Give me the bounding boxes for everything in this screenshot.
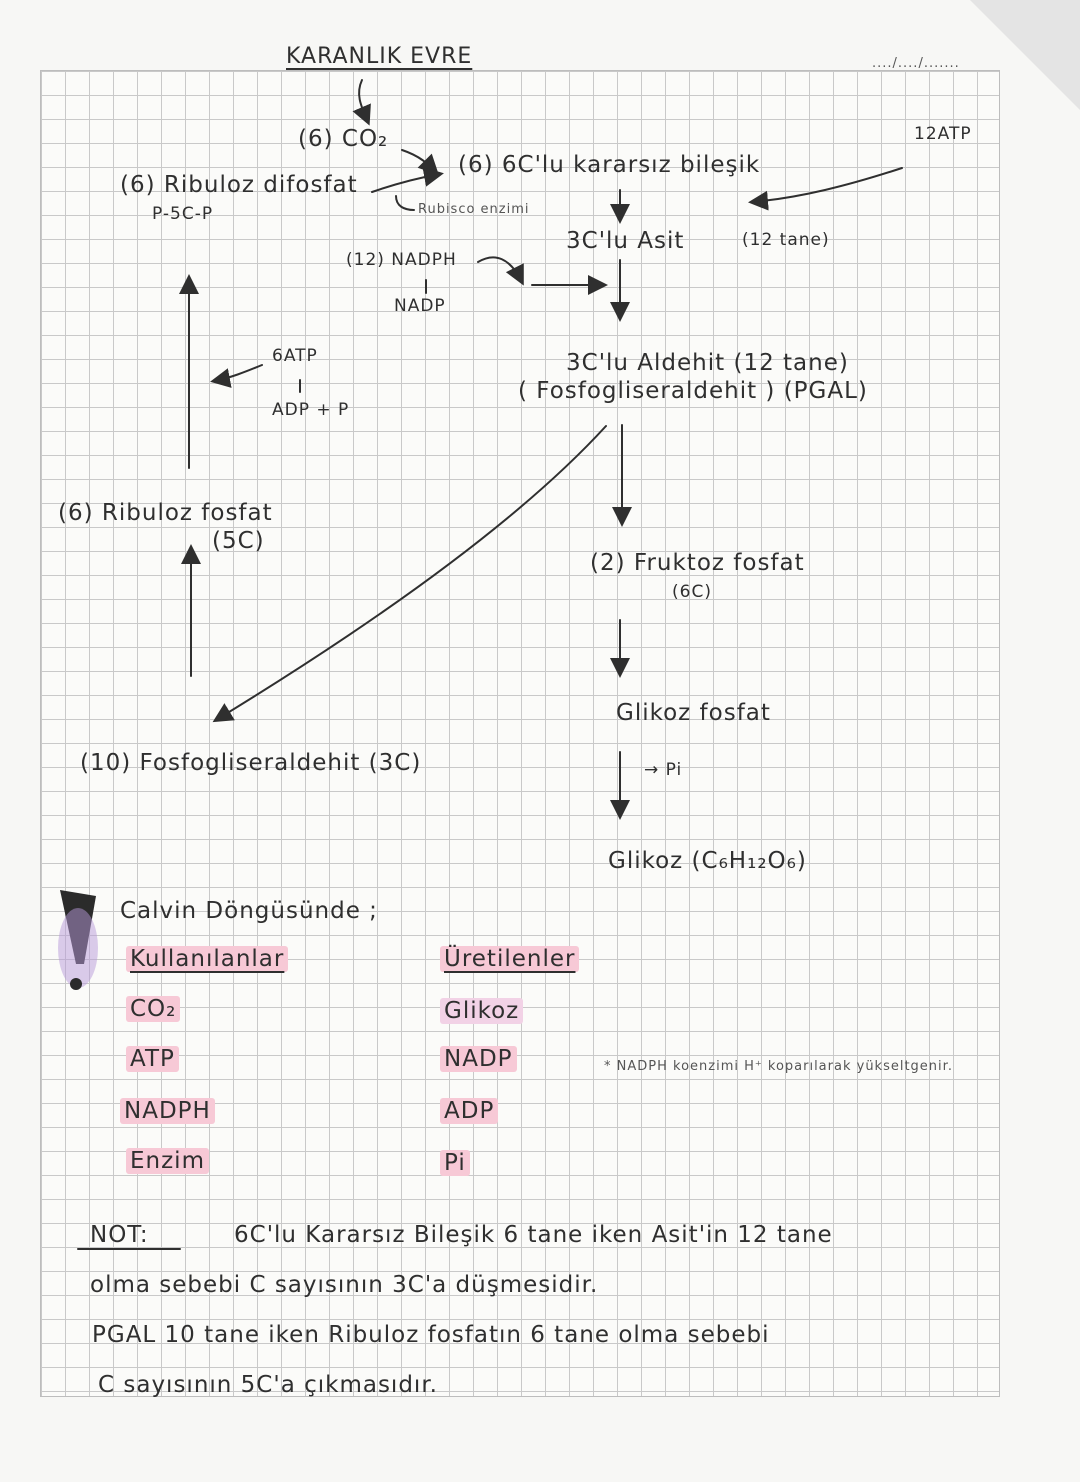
- acid-count-label: (12 tane): [742, 230, 830, 250]
- used-item-3-wrap: Enzim: [126, 1148, 209, 1174]
- fructose-phosphate-carbon: (6C): [672, 582, 712, 602]
- used-item-0-wrap: CO₂: [126, 996, 181, 1022]
- note-line-1: 6C'lu Kararsız Bileşik 6 tane iken Asit'…: [234, 1222, 833, 1248]
- fructose-phosphate-label: (2) Fruktoz fosfat: [590, 550, 805, 576]
- pgal-10-label: (10) Fosfogliseraldehit (3C): [80, 750, 422, 776]
- produced-item-glucose: Glikoz: [440, 998, 524, 1024]
- produced-item-nadp: NADP: [440, 1046, 517, 1072]
- note-line-4: C sayısının 5C'a çıkmasıdır.: [98, 1372, 438, 1398]
- date-field: ..../..../.......: [872, 56, 960, 71]
- diagram-title: KARANLIK EVRE: [286, 44, 473, 69]
- atp-12-label: 12ATP: [914, 124, 972, 144]
- unstable-compound-label: (6) 6C'lu kararsız bileşik: [458, 152, 761, 178]
- nadph-label: (12) NADPH: [346, 250, 457, 270]
- produced-item-adp: ADP: [440, 1098, 499, 1124]
- ribulose-diphosphate-formula: P-5C-P: [152, 204, 214, 224]
- phosphate-release-label: → Pi: [644, 760, 683, 780]
- produced-item-0-wrap: Glikoz: [440, 998, 524, 1024]
- atp-6-label: 6ATP: [272, 346, 318, 366]
- ribulose-diphosphate-label: (6) Ribuloz difosfat: [120, 172, 358, 198]
- used-item-1-wrap: ATP: [126, 1046, 179, 1072]
- glucose-phosphate-label: Glikoz fosfat: [616, 700, 771, 726]
- produced-title: Üretilenler: [440, 946, 580, 972]
- note-line-2: olma sebebi C sayısının 3C'a düşmesidir.: [90, 1272, 599, 1298]
- rubisco-enzyme-label: Rubisco enzimi: [418, 202, 530, 217]
- summary-heading: Calvin Döngüsünde ;: [120, 898, 378, 924]
- used-item-2-wrap: NADPH: [120, 1098, 215, 1124]
- graph-paper-grid: [40, 70, 1000, 1397]
- used-title: Kullanılanlar: [126, 946, 289, 972]
- produced-item-3-wrap: Pi: [440, 1150, 470, 1176]
- ribulose-phosphate-carbon: (5C): [212, 528, 265, 554]
- nadp-label: NADP: [394, 296, 446, 316]
- adp-label: ADP + P: [272, 400, 350, 420]
- used-item-co2: CO₂: [126, 996, 181, 1022]
- produced-item-1-wrap: NADP: [440, 1046, 517, 1072]
- used-item-nadph: NADPH: [120, 1098, 215, 1124]
- folded-page-corner: [970, 0, 1080, 110]
- produced-item-pi: Pi: [440, 1150, 470, 1176]
- aldehyde-label: 3C'lu Aldehit (12 tane): [566, 350, 849, 376]
- note-line-3: PGAL 10 tane iken Ribuloz fosfatın 6 tan…: [92, 1322, 770, 1348]
- produced-item-2-wrap: ADP: [440, 1098, 499, 1124]
- produced-title-wrap: Üretilenler: [440, 946, 580, 972]
- used-title-wrap: Kullanılanlar: [126, 946, 289, 972]
- used-item-atp: ATP: [126, 1046, 179, 1072]
- note-label: NOT:: [90, 1222, 149, 1248]
- exclamation-icon: [58, 890, 98, 990]
- co2-label: (6) CO₂: [298, 126, 389, 152]
- acid-label: 3C'lu Asit: [566, 228, 685, 254]
- pgal-name-label: ( Fosfogliseraldehit ) (PGAL): [518, 378, 868, 404]
- nadph-side-note: * NADPH koenzimi H⁺ koparılarak yükseltg…: [604, 1059, 953, 1074]
- used-item-enzyme: Enzim: [126, 1148, 209, 1174]
- glucose-label: Glikoz (C₆H₁₂O₆): [608, 848, 807, 874]
- ribulose-phosphate-label: (6) Ribuloz fosfat: [58, 500, 273, 526]
